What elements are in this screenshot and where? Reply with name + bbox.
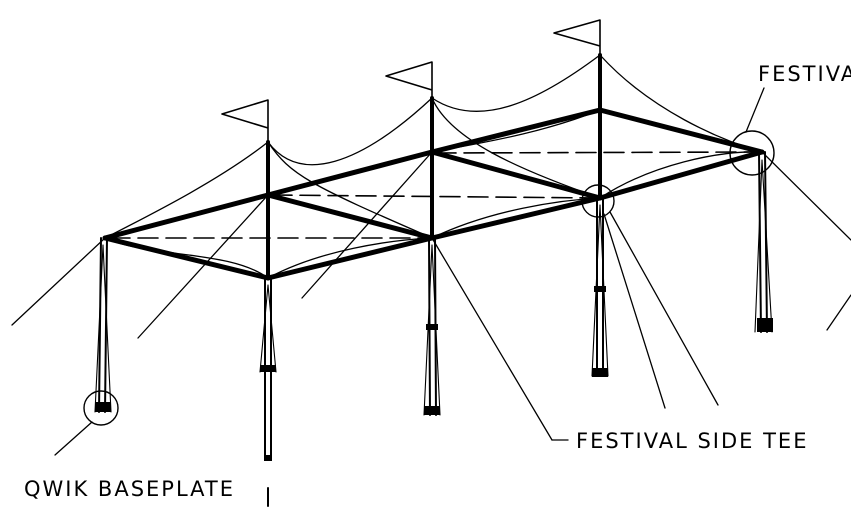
- flags: [221, 19, 601, 143]
- dashed-ridge-lines: [109, 151, 761, 239]
- leader-lines: [54, 87, 765, 456]
- festival-side-tee-label: FESTIVAL SIDE TEE: [576, 429, 809, 453]
- guy-ropes: [11, 151, 851, 339]
- leg-connectors: [95, 286, 773, 461]
- qwik-baseplate-label: QWIK BASEPLATE: [24, 477, 235, 501]
- king-poles: [266, 53, 602, 280]
- frame-beams: [102, 107, 765, 281]
- festival-corner-label: FESTIVA: [758, 62, 851, 86]
- detail-callout-circles: [83, 130, 775, 426]
